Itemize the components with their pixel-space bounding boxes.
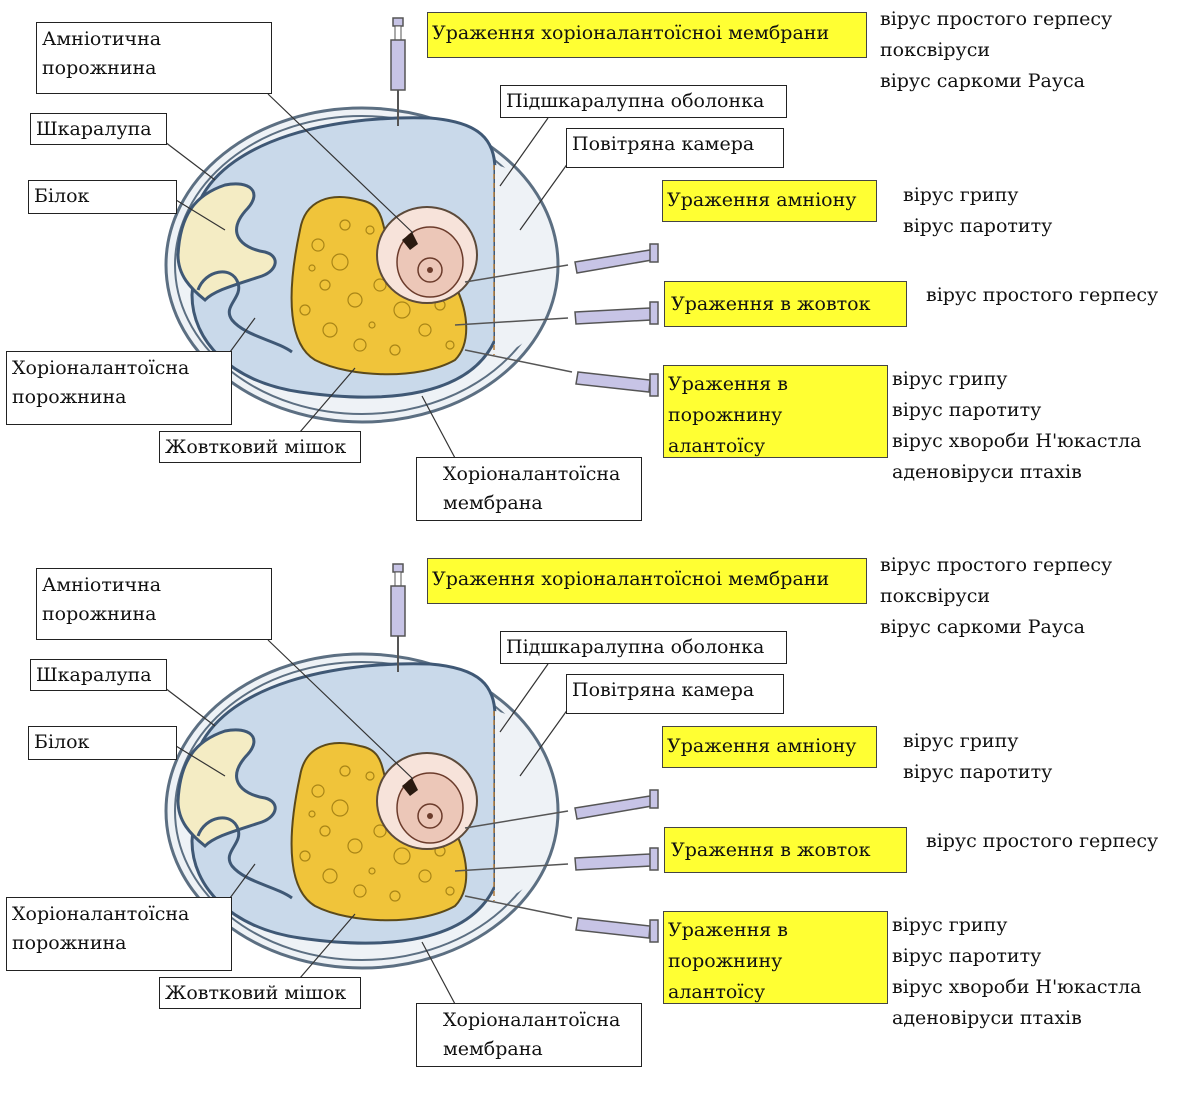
label-air-chamber: Повітряна камера (566, 674, 784, 714)
label-shell-membrane: Підшкаралупна оболонка (500, 631, 787, 664)
virus-list-yolk: вірус простого герпесу (926, 280, 1158, 311)
virus-list-amnion: вірус грипу вірус паротиту (903, 726, 1052, 788)
label-shell: Шкаралупа (30, 659, 167, 691)
route-yolk: Ураження в жовток (664, 827, 907, 873)
label-yolk-sac: Жовтковий мішок (159, 431, 361, 463)
label-yolk-sac: Жовтковий мішок (159, 977, 361, 1009)
label-amniotic-cavity: Амніотична порожнина (36, 22, 272, 94)
virus-item: поксвіруси (880, 581, 1112, 612)
virus-item: вірус грипу (903, 726, 1052, 757)
virus-item: вірус саркоми Рауса (880, 612, 1112, 643)
virus-item: вірус саркоми Рауса (880, 66, 1112, 97)
route-yolk: Ураження в жовток (664, 281, 907, 327)
virus-item: аденовіруси птахів (892, 457, 1141, 488)
label-chorioallantoic-cavity: Хоріоналантоїсна порожнина (6, 897, 232, 971)
label-albumen: Білок (28, 726, 177, 760)
virus-list-yolk: вірус простого герпесу (926, 826, 1158, 857)
virus-list-amnion: вірус грипу вірус паротиту (903, 180, 1052, 242)
virus-item: вірус простого герпесу (926, 280, 1158, 311)
virus-item: поксвіруси (880, 35, 1112, 66)
label-shell: Шкаралупа (30, 113, 167, 145)
route-chorioallantoic-membrane: Ураження хоріоналантоїсноі мембрани (427, 558, 867, 604)
route-allantois: Ураження в порожнину алантоїсу (663, 365, 888, 458)
route-amnion: Ураження амніону (662, 180, 877, 222)
label-chorioallantoic-cavity: Хоріоналантоїсна порожнина (6, 351, 232, 425)
virus-item: вірус грипу (903, 180, 1052, 211)
air-chamber-shape (495, 711, 553, 901)
virus-item: вірус простого герпесу (880, 4, 1112, 35)
virus-item: вірус простого герпесу (926, 826, 1158, 857)
label-air-chamber: Повітряна камера (566, 128, 784, 168)
virus-item: вірус хвороби Н'юкастла (892, 972, 1141, 1003)
route-allantois: Ураження в порожнину алантоїсу (663, 911, 888, 1004)
label-albumen: Білок (28, 180, 177, 214)
diagram-panel-bottom: Амніотична порожнина Шкаралупа Білок Під… (0, 546, 1181, 1092)
label-amniotic-cavity: Амніотична порожнина (36, 568, 272, 640)
label-shell-membrane: Підшкаралупна оболонка (500, 85, 787, 118)
egg-diagram: Амніотична порожнина Шкаралупа Білок Під… (0, 546, 1181, 1092)
virus-item: вірус паротиту (892, 941, 1141, 972)
virus-item: вірус простого герпесу (880, 550, 1112, 581)
virus-item: вірус хвороби Н'юкастла (892, 426, 1141, 457)
label-chorioallantoic-membrane: Хоріоналантоїсна мембрана (416, 457, 642, 521)
virus-item: вірус паротиту (892, 395, 1141, 426)
label-chorioallantoic-membrane: Хоріоналантоїсна мембрана (416, 1003, 642, 1067)
virus-item: вірус паротиту (903, 211, 1052, 242)
virus-item: вірус грипу (892, 364, 1141, 395)
egg-diagram: Амніотична порожнина Шкаралупа Білок Під… (0, 0, 1181, 546)
virus-item: аденовіруси птахів (892, 1003, 1141, 1034)
air-chamber-shape (495, 165, 553, 355)
virus-item: вірус грипу (892, 910, 1141, 941)
diagram-panel-top: Амніотична порожнина Шкаралупа Білок Під… (0, 0, 1181, 546)
virus-item: вірус паротиту (903, 757, 1052, 788)
route-amnion: Ураження амніону (662, 726, 877, 768)
virus-list-allantois: вірус грипу вірус паротиту вірус хвороби… (892, 910, 1141, 1034)
virus-list-allantois: вірус грипу вірус паротиту вірус хвороби… (892, 364, 1141, 488)
route-chorioallantoic-membrane: Ураження хоріоналантоїсноі мембрани (427, 12, 867, 58)
virus-list-chorioallantoic: вірус простого герпесу поксвіруси вірус … (880, 550, 1112, 643)
virus-list-chorioallantoic: вірус простого герпесу поксвіруси вірус … (880, 4, 1112, 97)
